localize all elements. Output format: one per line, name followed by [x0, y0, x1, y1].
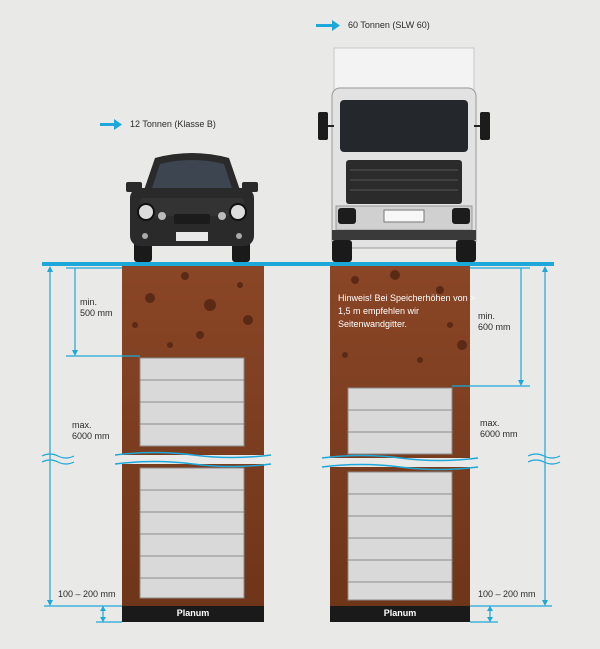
truck-load-arrow [316, 20, 340, 31]
truck-illustration [318, 47, 490, 262]
left-base-label: 100 – 200 mm [58, 589, 116, 599]
ground-line [42, 262, 554, 266]
right-planum-bar [330, 606, 470, 622]
left-height-label: max. 6000 mm [72, 420, 110, 441]
right-cover-label: min. 600 mm [478, 311, 511, 332]
right-dimensions [452, 266, 561, 623]
left-soil-column [114, 266, 272, 622]
car-illustration [126, 153, 258, 262]
left-dimensions [41, 266, 140, 623]
right-soil-column [321, 266, 479, 622]
left-cover-label: min. 500 mm [80, 297, 113, 318]
left-planum-bar [122, 606, 264, 622]
car-load-label: 12 Tonnen (Klasse B) [130, 119, 216, 129]
car-load-arrow [100, 119, 122, 130]
right-base-label: 100 – 200 mm [478, 589, 536, 599]
truck-load-label: 60 Tonnen (SLW 60) [348, 20, 430, 30]
right-planum-label: Planum [383, 608, 417, 618]
left-planum-label: Planum [176, 608, 210, 618]
hinweis-note: Hinweis! Bei Speicherhöhen von > 1,5 m e… [338, 293, 476, 329]
right-height-label: max. 6000 mm [480, 418, 518, 439]
